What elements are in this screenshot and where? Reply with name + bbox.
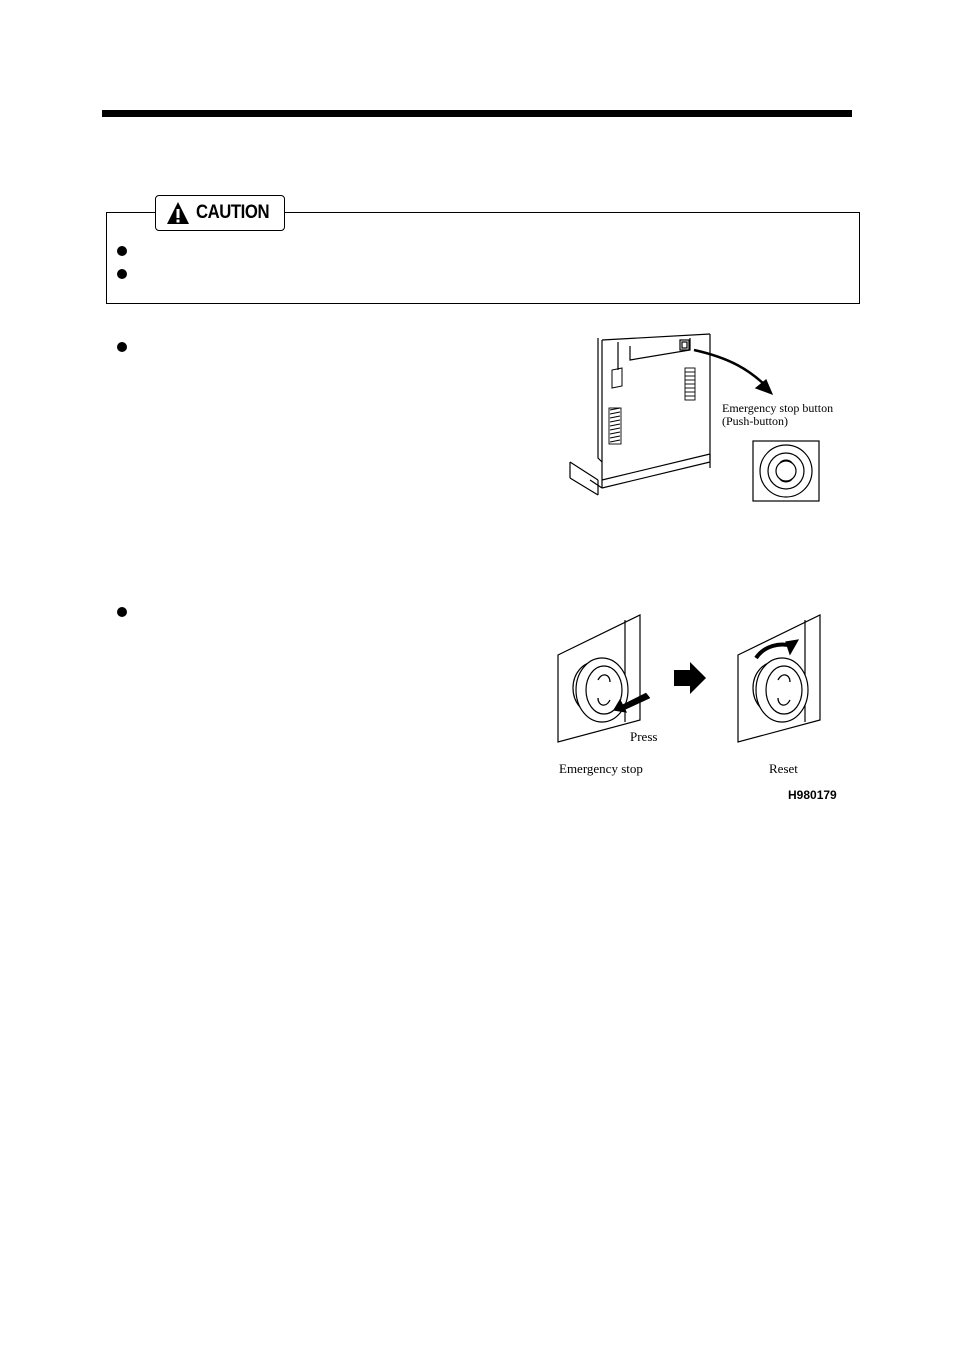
caution-bullet-1: [117, 246, 127, 256]
emergency-stop-button-label: Emergency stop button: [722, 401, 834, 415]
caution-box: [106, 212, 860, 304]
machine-illustration: [569, 333, 820, 502]
figure-code: H980179: [788, 788, 837, 802]
top-rule: [102, 110, 852, 117]
warning-triangle-icon: [167, 202, 189, 224]
section-bullet-2: [117, 607, 127, 617]
caution-label: CAUTION: [155, 195, 285, 231]
section-bullet-1: [117, 342, 127, 352]
caution-bullet-2: [117, 269, 127, 279]
press-label: Press: [630, 729, 658, 744]
emergency-stop-caption: Emergency stop: [559, 761, 643, 776]
emergency-stop-illustration: [557, 614, 821, 743]
reset-caption: Reset: [769, 761, 798, 776]
push-button-label: (Push-button): [722, 414, 788, 428]
caution-label-text: CAUTION: [196, 202, 270, 223]
